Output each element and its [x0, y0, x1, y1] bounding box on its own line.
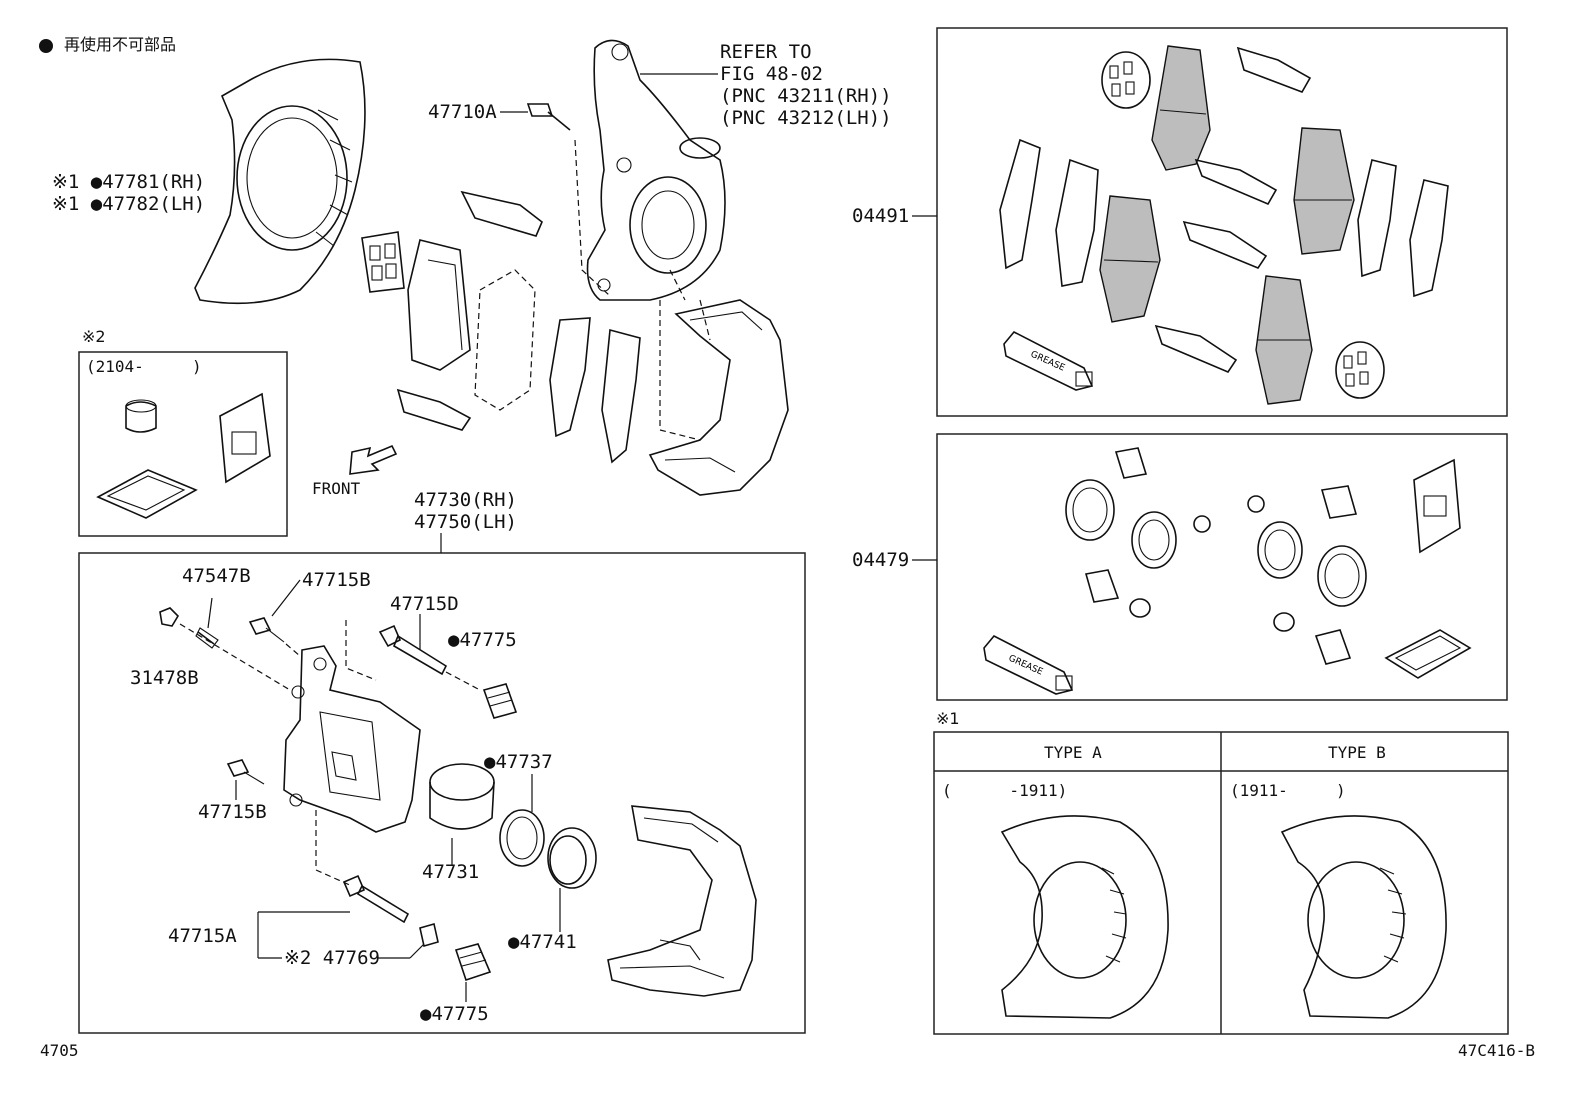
- note2-mark: ※2: [82, 327, 106, 346]
- kit-04479-illustration: [983, 447, 1472, 695]
- label-47782: ※1 ●47782(LH): [52, 193, 206, 215]
- kit-04491-box: [936, 27, 1508, 417]
- label-47715d: 47715D: [390, 593, 459, 615]
- label-47710a: 47710A: [428, 101, 497, 123]
- note1-mark: ※1: [936, 709, 960, 728]
- grease-label-2: GREASE: [1007, 654, 1045, 678]
- label-47547b: 47547B: [182, 565, 251, 587]
- kit-04491-illustration: [999, 45, 1449, 405]
- refer-line-3: (PNC 43211(RH)): [720, 85, 892, 107]
- steering-knuckle-illustration: [586, 39, 726, 301]
- dust-shield-illustration: [194, 58, 366, 305]
- label-47715b-top: 47715B: [302, 569, 371, 591]
- label-04491: 04491: [852, 205, 910, 227]
- caliper-bracket-upper-illustration: [648, 299, 789, 496]
- refer-line-2: FIG 48-02: [720, 63, 823, 85]
- label-47775-bottom: ●47775: [420, 1003, 489, 1025]
- label-47731: 47731: [422, 861, 480, 883]
- type-a-shield-illustration: [1000, 815, 1169, 1019]
- legend-text: 再使用不可部品: [64, 35, 177, 54]
- type-b-period: (1911- ): [1230, 781, 1346, 800]
- label-47769: ※2 47769: [284, 947, 380, 969]
- note2-period: (2104- ): [86, 357, 202, 376]
- kit-04479-box: [936, 433, 1508, 701]
- label-47775-top: ●47775: [448, 629, 517, 651]
- caliper-assembly-illustration: [159, 579, 757, 1002]
- note2-box-contents: [96, 392, 271, 519]
- note2-box: [78, 351, 288, 537]
- label-31478b: 31478B: [130, 667, 199, 689]
- refer-line-4: (PNC 43212(LH)): [720, 107, 892, 129]
- footer-right: 47C416-B: [1458, 1041, 1536, 1060]
- label-47715b-bottom: 47715B: [198, 801, 267, 823]
- front-label: FRONT: [312, 479, 361, 498]
- bolt-47710a-illustration: [500, 103, 571, 131]
- brake-pad-group-illustration: [361, 190, 641, 464]
- legend-dot-icon: [39, 39, 53, 53]
- type-b-title: TYPE B: [1328, 743, 1386, 762]
- label-47741: ●47741: [508, 931, 577, 953]
- refer-line-1: REFER TO: [720, 41, 812, 63]
- caliper-assembly-box: [78, 552, 806, 1034]
- label-47750: 47750(LH): [414, 511, 517, 533]
- type-b-shield-illustration: [1280, 815, 1447, 1019]
- label-04479: 04479: [852, 549, 910, 571]
- type-a-title: TYPE A: [1044, 743, 1102, 762]
- label-47715a: 47715A: [168, 925, 237, 947]
- label-47737: ●47737: [484, 751, 553, 773]
- type-a-period: ( -1911): [942, 781, 1068, 800]
- label-47781: ※1 ●47781(RH): [52, 171, 206, 193]
- label-47730: 47730(RH): [414, 489, 517, 511]
- footer-left: 4705: [40, 1041, 79, 1060]
- front-arrow-icon: [349, 444, 398, 475]
